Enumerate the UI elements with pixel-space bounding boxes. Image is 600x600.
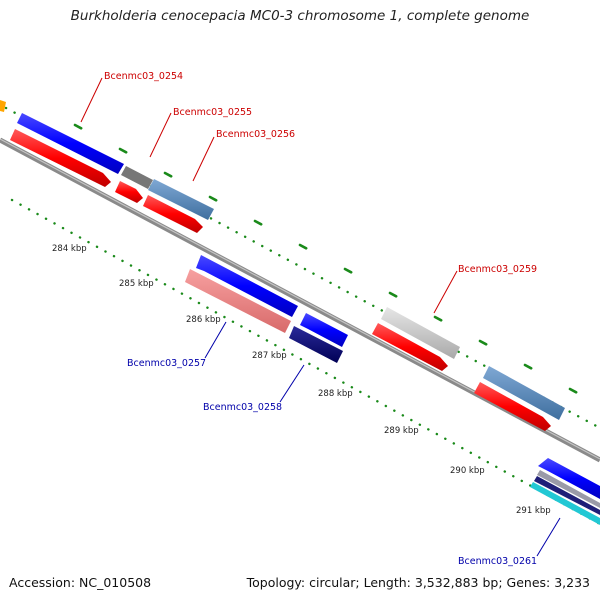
tick-label: 286 kbp <box>186 315 221 325</box>
gene-feature-bcenmc03_0257[interactable] <box>185 269 291 333</box>
tick-label: 289 kbp <box>384 426 419 436</box>
tick-label: 291 kbp <box>516 506 551 516</box>
gene-feature-bcenmc03_0256-b[interactable] <box>143 195 203 233</box>
gene-label-bcenmc03_0254[interactable]: Bcenmc03_0254 <box>104 71 183 82</box>
gene-feature-orange[interactable] <box>0 100 6 112</box>
gene-label-bcenmc03_0258[interactable]: Bcenmc03_0258 <box>203 402 282 413</box>
gene-feature-forward-2[interactable] <box>300 313 348 347</box>
tick-labels: 284 kbp 285 kbp 286 kbp 287 kbp 288 kbp … <box>52 244 551 516</box>
accession-text: Accession: NC_010508 <box>9 575 152 590</box>
gene-label-bcenmc03_0257[interactable]: Bcenmc03_0257 <box>127 358 206 369</box>
tick-label: 287 kbp <box>252 351 287 361</box>
gene-feature-steel-2[interactable] <box>483 366 565 420</box>
gene-feature-navy-3[interactable] <box>534 476 600 515</box>
gene-feature-red-2[interactable] <box>474 382 551 431</box>
gene-label-bcenmc03_0255[interactable]: Bcenmc03_0255 <box>173 107 252 118</box>
tick-label: 285 kbp <box>119 279 154 289</box>
gene-feature-bcenmc03_0259-b[interactable] <box>372 323 448 371</box>
tick-label: 290 kbp <box>450 466 485 476</box>
feature-track-outer <box>0 100 214 233</box>
callout-lines <box>80 77 561 557</box>
gene-feature-bcenmc03_0258[interactable] <box>289 326 343 363</box>
gene-label-bcenmc03_0256[interactable]: Bcenmc03_0256 <box>216 129 295 140</box>
gene-feature-bcenmc03_0261[interactable] <box>530 482 600 525</box>
gene-feature-bcenmc03_0256-a[interactable] <box>148 179 214 220</box>
gene-feature-gray-3[interactable] <box>537 470 600 508</box>
genome-summary-text: Topology: circular; Length: 3,532,883 bp… <box>246 575 590 590</box>
map-title: Burkholderia cenocepacia MC0-3 chromosom… <box>70 8 530 24</box>
gene-feature-bcenmc03_0255-a[interactable] <box>121 166 153 189</box>
gene-feature-forward-3[interactable] <box>538 458 600 499</box>
feature-track-bottom <box>530 458 600 525</box>
gene-labels: Bcenmc03_0254 Bcenmc03_0255 Bcenmc03_025… <box>104 71 537 567</box>
gene-label-bcenmc03_0259[interactable]: Bcenmc03_0259 <box>458 264 537 275</box>
gene-feature-forward-1[interactable] <box>196 255 298 317</box>
tick-label: 284 kbp <box>52 244 87 254</box>
gene-feature-bcenmc03_0254-a[interactable] <box>17 113 124 174</box>
gene-label-bcenmc03_0261[interactable]: Bcenmc03_0261 <box>458 556 537 567</box>
gene-feature-bcenmc03_0254-b[interactable] <box>10 129 111 187</box>
feature-track-middle <box>185 255 348 363</box>
gene-feature-bcenmc03_0255-b[interactable] <box>115 181 143 203</box>
gene-feature-bcenmc03_0259-a[interactable] <box>381 307 460 359</box>
tick-label: 288 kbp <box>318 389 353 399</box>
feature-track-right <box>372 307 565 431</box>
